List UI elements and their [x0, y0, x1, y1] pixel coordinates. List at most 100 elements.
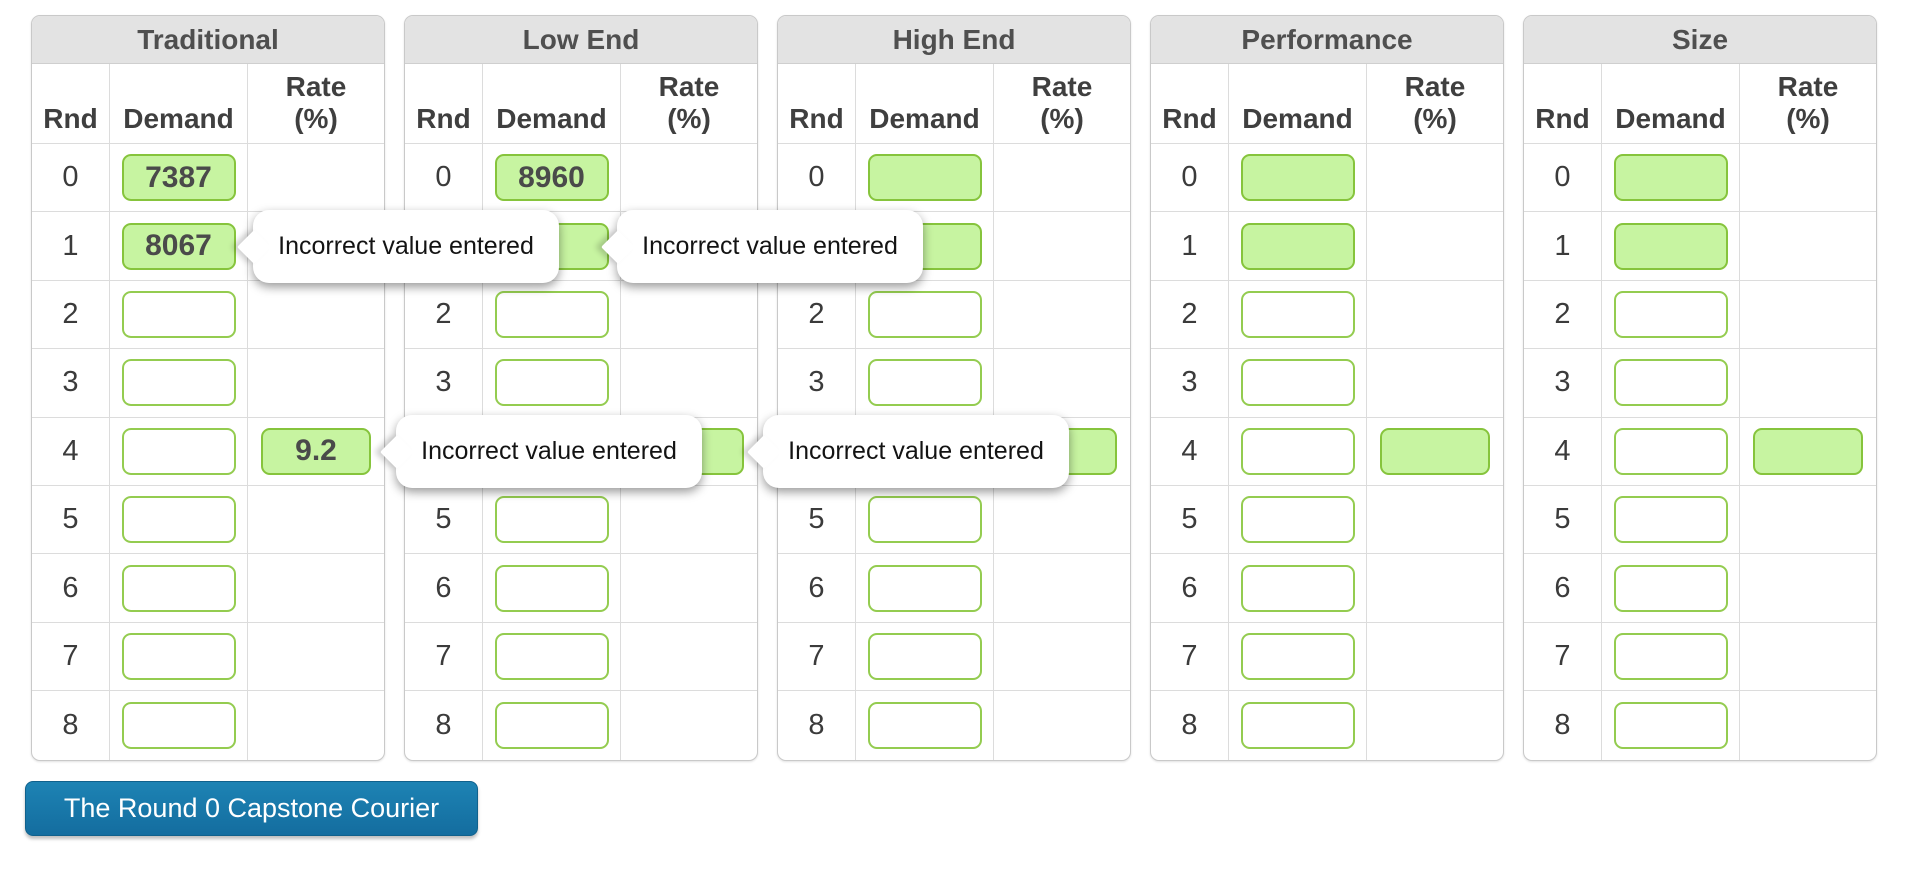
validation-tooltip: Incorrect value entered	[396, 415, 702, 488]
rate-input-performance-4[interactable]	[1380, 427, 1490, 475]
demand-cell	[855, 485, 994, 554]
capstone-courier-button[interactable]: The Round 0 Capstone Courier	[25, 781, 478, 836]
rate-input-size-4[interactable]	[1753, 427, 1863, 475]
demand-input-size-1[interactable]	[1613, 222, 1728, 270]
demand-cell	[855, 554, 994, 622]
round-number: 2	[1181, 297, 1198, 330]
demand-input-low-end-0[interactable]: 8960	[494, 154, 609, 202]
demand-input-traditional-7[interactable]	[121, 632, 236, 680]
table-row: 2	[32, 280, 384, 350]
demand-input-performance-8[interactable]	[1240, 701, 1355, 749]
demand-input-high-end-3[interactable]	[867, 359, 982, 407]
rate-cell	[994, 691, 1130, 759]
demand-input-traditional-2[interactable]	[121, 290, 236, 338]
demand-input-performance-1[interactable]	[1240, 222, 1355, 270]
table-row: 7	[405, 622, 757, 692]
demand-input-traditional-5[interactable]	[121, 496, 236, 544]
demand-input-size-4[interactable]	[1613, 427, 1728, 475]
rate-cell	[994, 486, 1130, 553]
round-number: 6	[62, 571, 79, 604]
round-number: 6	[808, 571, 825, 604]
demand-input-high-end-5[interactable]	[867, 496, 982, 544]
demand-input-low-end-3[interactable]	[494, 359, 609, 407]
column-header-rate: Rate (%)	[658, 71, 720, 134]
demand-input-traditional-4[interactable]	[121, 427, 236, 475]
round-number: 2	[808, 297, 825, 330]
demand-input-low-end-6[interactable]	[494, 564, 609, 612]
column-header-rnd: Rnd	[1535, 102, 1590, 134]
round-number: 5	[1554, 503, 1571, 536]
demand-input-traditional-0[interactable]: 7387	[121, 154, 236, 202]
demand-cell	[1228, 349, 1367, 417]
table-title: Size	[1524, 16, 1876, 64]
table-row: 0	[1151, 144, 1503, 213]
table-row: 6	[778, 554, 1130, 623]
demand-input-low-end-7[interactable]	[494, 632, 609, 680]
rate-cell	[1367, 349, 1503, 416]
demand-input-performance-7[interactable]	[1240, 632, 1355, 680]
demand-input-performance-3[interactable]	[1240, 359, 1355, 407]
demand-input-performance-5[interactable]	[1240, 496, 1355, 544]
demand-input-size-6[interactable]	[1613, 564, 1728, 612]
rate-cell	[1367, 281, 1503, 348]
demand-input-high-end-7[interactable]	[867, 632, 982, 680]
demand-input-high-end-2[interactable]	[867, 290, 982, 338]
demand-input-traditional-3[interactable]	[121, 359, 236, 407]
demand-cell	[482, 485, 621, 554]
table-row: 8	[1524, 691, 1876, 760]
demand-cell	[109, 554, 248, 622]
demand-input-traditional-8[interactable]	[121, 701, 236, 749]
demand-input-traditional-1[interactable]: 8067	[121, 222, 236, 270]
demand-input-size-8[interactable]	[1613, 701, 1728, 749]
rate-cell	[1367, 144, 1503, 211]
table-row: 7	[1151, 622, 1503, 692]
table-row: 3	[32, 349, 384, 418]
column-header-rate: Rate (%)	[1404, 71, 1466, 134]
tooltip-text: Incorrect value entered	[421, 437, 677, 465]
demand-input-size-0[interactable]	[1613, 154, 1728, 202]
round-number: 7	[62, 639, 79, 672]
round-number: 0	[808, 161, 825, 194]
demand-cell	[109, 280, 248, 349]
table-row: 8	[32, 691, 384, 760]
rate-cell	[248, 349, 384, 416]
column-header-demand: Demand	[855, 64, 994, 143]
demand-input-low-end-8[interactable]	[494, 701, 609, 749]
demand-cell	[1228, 554, 1367, 622]
demand-input-traditional-6[interactable]	[121, 564, 236, 612]
demand-input-performance-2[interactable]	[1240, 290, 1355, 338]
rate-cell: 9.2	[248, 418, 384, 485]
demand-input-low-end-5[interactable]	[494, 496, 609, 544]
demand-input-size-7[interactable]	[1613, 632, 1728, 680]
demand-cell	[482, 349, 621, 417]
demand-cell	[482, 622, 621, 691]
round-number: 1	[1181, 229, 1198, 262]
demand-input-high-end-6[interactable]	[867, 564, 982, 612]
rate-cell	[1740, 623, 1876, 690]
round-number: 4	[62, 434, 79, 467]
table-row: 7	[1524, 622, 1876, 692]
demand-input-size-2[interactable]	[1613, 290, 1728, 338]
demand-input-performance-6[interactable]	[1240, 564, 1355, 612]
demand-input-high-end-8[interactable]	[867, 701, 982, 749]
table-row: 4	[1151, 417, 1503, 486]
demand-cell	[1601, 417, 1740, 485]
demand-input-performance-4[interactable]	[1240, 427, 1355, 475]
demand-input-high-end-0[interactable]	[867, 154, 982, 202]
demand-input-performance-0[interactable]	[1240, 154, 1355, 202]
demand-input-size-5[interactable]	[1613, 496, 1728, 544]
demand-input-low-end-2[interactable]	[494, 290, 609, 338]
demand-cell	[1228, 691, 1367, 760]
demand-cell	[109, 691, 248, 760]
demand-cell	[109, 622, 248, 691]
round-number: 1	[62, 229, 79, 262]
rate-cell	[994, 349, 1130, 416]
demand-input-size-3[interactable]	[1613, 359, 1728, 407]
tooltip-text: Incorrect value entered	[788, 437, 1044, 465]
column-header-rate: Rate (%)	[1777, 71, 1839, 134]
rate-input-traditional-4[interactable]: 9.2	[261, 427, 371, 475]
